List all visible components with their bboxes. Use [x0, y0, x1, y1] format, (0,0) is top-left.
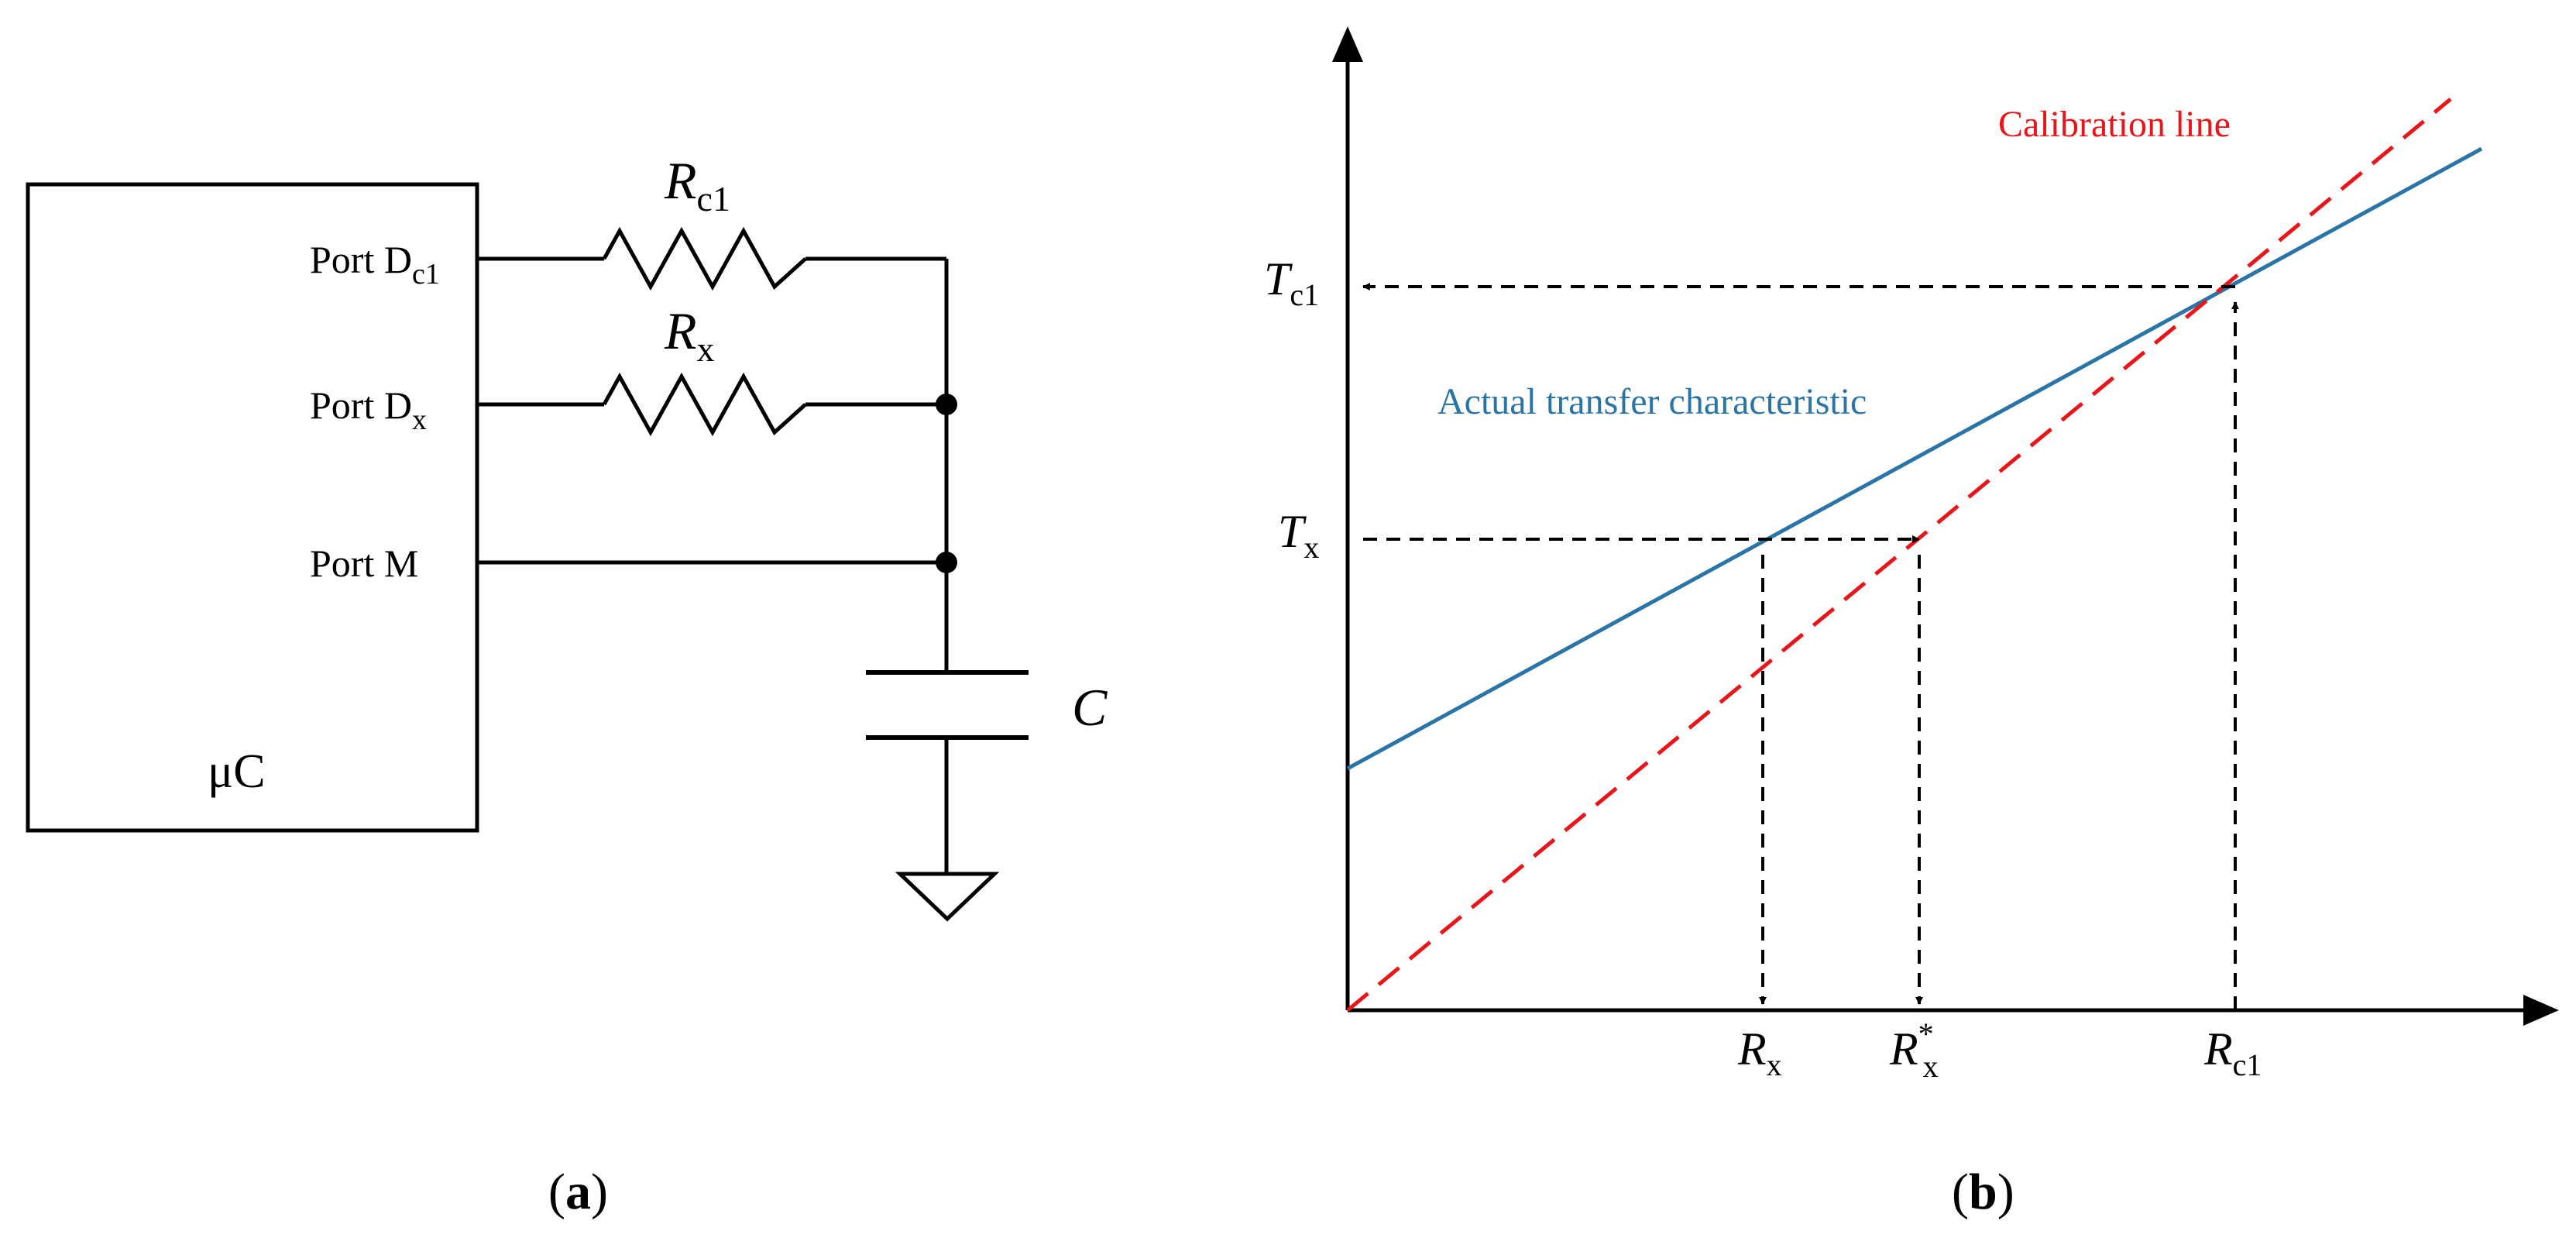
caption-a: (a): [548, 1164, 608, 1220]
capacitor-label: C: [1072, 678, 1108, 737]
resistor-rc1: [602, 226, 807, 291]
junction-dot-m: [936, 552, 957, 573]
ground-icon: [895, 872, 1000, 922]
microcontroller-box: [26, 182, 479, 833]
calibration-line-label: Calibration line: [1998, 104, 2231, 145]
resistor-rc1-label: Rc1: [664, 151, 730, 218]
y-axis-arrow-icon: [1332, 26, 1363, 62]
actual-transfer-label: Actual transfer characteristic: [1437, 381, 1867, 422]
rx-star-label: R*x: [1889, 1016, 1939, 1084]
actual-transfer-line: [1346, 146, 2483, 771]
rc1-label: Rc1: [2203, 1023, 2262, 1082]
port-dx-label: Port Dx: [310, 383, 427, 436]
calibration-line: [1346, 98, 2452, 1012]
microcontroller-label: μC: [208, 745, 266, 798]
guide-lines: [1362, 283, 2239, 1010]
junction-dot-dx: [936, 394, 957, 415]
panel-b-axes: [1332, 26, 2559, 1026]
port-m-label: Port M: [310, 542, 418, 585]
port-dc1-label: Port Dc1: [310, 238, 440, 291]
caption-b: (b): [1952, 1164, 2014, 1220]
rx-label: Rx: [1737, 1023, 1782, 1082]
tx-label: Tx: [1278, 506, 1319, 565]
panel-a-circuit: [26, 182, 1029, 922]
resistor-rx-label: Rx: [664, 301, 715, 369]
resistor-rx: [602, 372, 807, 437]
x-axis-arrow-icon: [2523, 995, 2559, 1026]
tc1-label: Tc1: [1264, 253, 1319, 312]
